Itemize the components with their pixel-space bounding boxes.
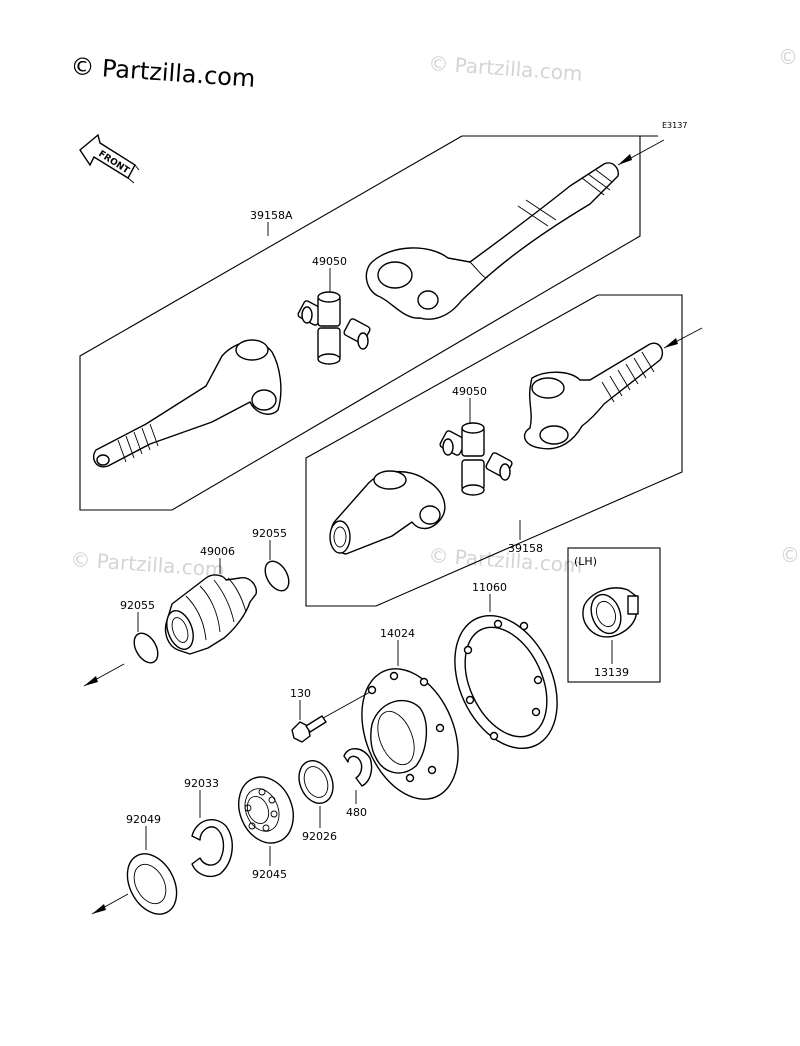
callout-13139: 13139 [594, 666, 629, 679]
callout-14024: 14024 [380, 627, 415, 640]
front-direction-arrow: FRONT [79, 133, 140, 184]
axle-shaft-39158A-right [365, 162, 619, 320]
circlip-480 [343, 748, 373, 787]
callout-49050-upper: 49050 [312, 255, 347, 268]
axle-shaft-39158A-left [92, 339, 282, 468]
leader-arrow-boot [83, 663, 125, 687]
callout-480: 480 [346, 806, 367, 819]
lh-box: (LH) [567, 547, 661, 683]
universal-joint-cross-49050-upper [297, 291, 371, 365]
callout-49050-lower: 49050 [452, 385, 487, 398]
frame-39158 [305, 294, 683, 607]
boot-clamp-92055-upper [264, 560, 290, 592]
callout-39158: 39158 [508, 542, 543, 555]
lh-box-label: (LH) [574, 555, 597, 568]
watermark-faint-mid: © Partzilla.com [428, 543, 584, 578]
axle-shaft-39158-right [523, 342, 664, 450]
callout-39158A: 39158A [250, 209, 293, 222]
gasket-11060 [454, 614, 558, 750]
ring-92026 [298, 760, 334, 804]
ball-bearing-92045 [238, 776, 294, 844]
callout-92049: 92049 [126, 813, 161, 826]
universal-joint-cross-49050-lower [439, 422, 513, 496]
bearing-housing-14024 [361, 668, 459, 800]
bolt-130 [291, 691, 371, 743]
leader-arrow-seal [91, 893, 129, 915]
oil-seal-92049 [126, 853, 178, 915]
circlip-92033 [191, 818, 233, 878]
watermark-main: © Partzilla.com [70, 52, 257, 93]
axle-shaft-39158-left [329, 470, 446, 555]
callout-92033: 92033 [184, 777, 219, 790]
diagram-code: E3137 [662, 121, 687, 130]
watermark-faint-mid-edge: © Partzilla.com [780, 543, 800, 567]
callout-49006: 49006 [200, 545, 235, 558]
callout-130: 130 [290, 687, 311, 700]
watermark-faint-top-right: © Partzilla.com [428, 51, 584, 86]
frame-39158A [79, 135, 658, 511]
callout-leaders [137, 222, 613, 866]
callout-11060: 11060 [472, 581, 507, 594]
watermark-faint-top-edge: © Partzilla.com [778, 45, 800, 69]
boot-clamp-92055-lower [133, 632, 159, 664]
callout-92055-upper: 92055 [252, 527, 287, 540]
leader-arrow-upper-shaft [617, 139, 665, 166]
callout-92045: 92045 [252, 868, 287, 881]
leader-arrow-lower-shaft [663, 327, 703, 349]
callout-92055-lower: 92055 [120, 599, 155, 612]
callout-92026: 92026 [302, 830, 337, 843]
cv-boot-49006 [164, 574, 257, 655]
